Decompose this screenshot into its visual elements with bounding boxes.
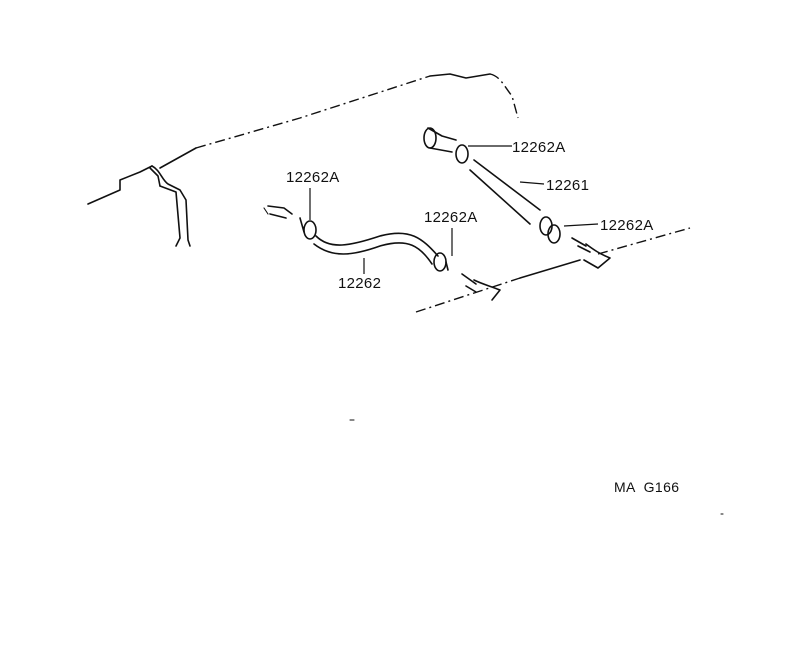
hose-12262 [263, 205, 501, 301]
label-clamp-12262a-top-right: 12262A [512, 139, 566, 156]
leader-lines [309, 145, 599, 274]
label-hose-12262: 12262 [338, 275, 381, 292]
hose-12261 [423, 127, 611, 269]
label-clamp-12262a-middle: 12262A [424, 209, 478, 226]
drawing-code: MA G166 [614, 479, 679, 495]
manifold-outline [415, 227, 691, 313]
label-hose-12261: 12261 [546, 177, 589, 194]
label-clamp-12262a-left: 12262A [286, 169, 340, 186]
label-clamp-12262a-right: 12262A [600, 217, 654, 234]
engine-outline [87, 73, 519, 247]
